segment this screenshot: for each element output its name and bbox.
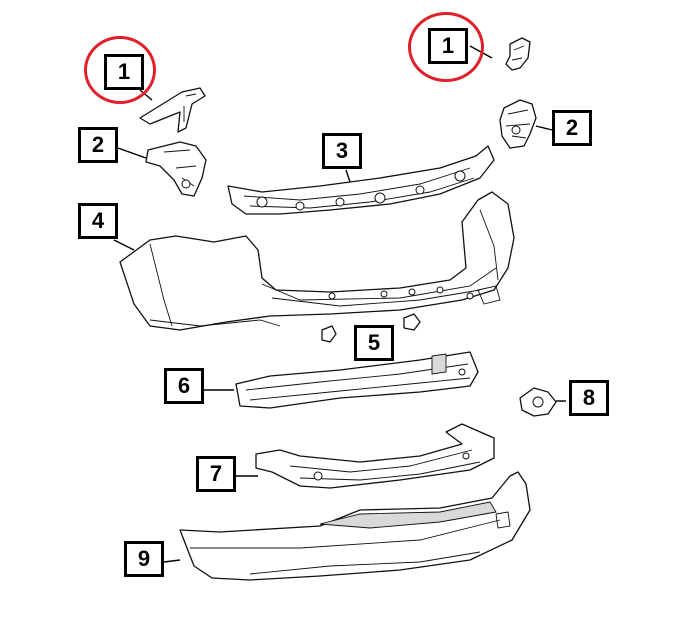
part-7-lower-reinforcement: [255, 423, 495, 489]
part-6-reinforcement: [235, 351, 479, 409]
callout-1-left[interactable]: 1: [104, 54, 144, 90]
part-1-left-bracket: [139, 87, 206, 133]
callout-7[interactable]: 7: [196, 456, 236, 492]
part-9-lower-valance: [179, 471, 531, 581]
part-1-right-bracket: [505, 37, 531, 71]
callout-2-right[interactable]: 2: [552, 110, 592, 146]
part-4-upper-fascia: [119, 191, 515, 331]
callout-3[interactable]: 3: [322, 133, 362, 169]
callout-1-right[interactable]: 1: [428, 28, 468, 64]
part-8-plate: [519, 387, 557, 417]
callout-8[interactable]: 8: [569, 380, 609, 416]
part-2-left-bracket: [145, 141, 207, 197]
part-3-fascia-support: [227, 145, 495, 215]
callout-5[interactable]: 5: [354, 325, 394, 361]
part-2-right-bracket: [499, 99, 537, 149]
callout-2-left[interactable]: 2: [78, 127, 118, 163]
callout-9[interactable]: 9: [124, 541, 164, 577]
callout-6[interactable]: 6: [164, 368, 204, 404]
part-5-clips: [321, 313, 421, 343]
callout-4[interactable]: 4: [78, 203, 118, 239]
